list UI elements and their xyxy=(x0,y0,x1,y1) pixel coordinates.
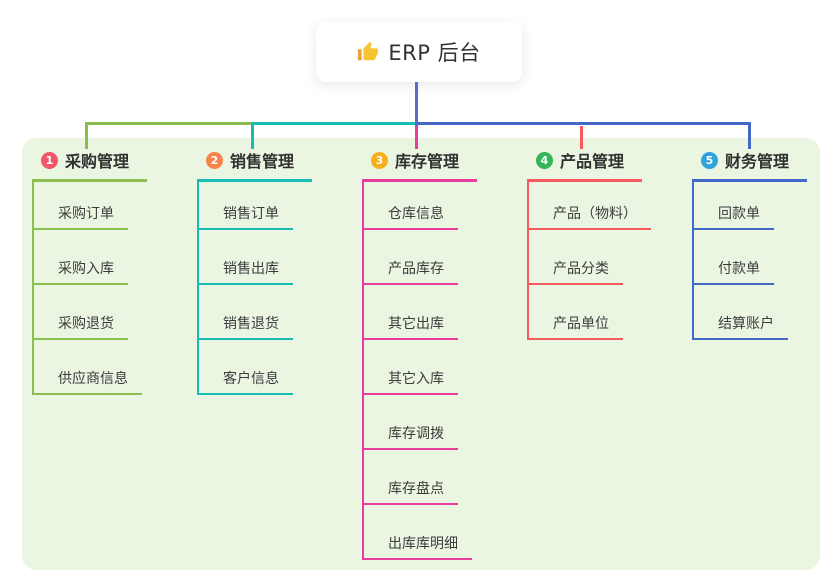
child-node: 产品库存 xyxy=(364,230,529,285)
child-node-label[interactable]: 回款单 xyxy=(694,203,774,230)
thumbs-up-icon xyxy=(357,41,379,63)
child-node: 其它入库 xyxy=(364,340,529,395)
root-node-label: ERP 后台 xyxy=(388,41,481,65)
child-node: 采购订单 xyxy=(34,182,199,230)
branch-node-1: 1 采购管理采购订单采购入库采购退货供应商信息 xyxy=(32,148,192,395)
branch-title: 销售管理 xyxy=(230,152,295,171)
child-node-label[interactable]: 仓库信息 xyxy=(364,203,458,230)
child-node-label[interactable]: 客户信息 xyxy=(199,368,293,395)
child-node-label[interactable]: 产品库存 xyxy=(364,258,458,285)
child-node-label[interactable]: 采购订单 xyxy=(34,203,128,230)
child-node-label[interactable]: 销售订单 xyxy=(199,203,293,230)
child-node-label[interactable]: 库存调拨 xyxy=(364,423,458,450)
child-node: 产品单位 xyxy=(529,285,694,340)
tree-connector-drop-line xyxy=(415,126,418,149)
child-node-label[interactable]: 销售退货 xyxy=(199,313,293,340)
child-node: 结算账户 xyxy=(694,285,839,340)
tree-connector-horizontal-line xyxy=(415,122,750,125)
branch-node-4: 4 产品管理产品（物料） 产品分类产品单位 xyxy=(527,148,687,340)
branch-header[interactable]: 3 库存管理 xyxy=(362,148,477,182)
tree-connector-drop-line xyxy=(85,122,88,149)
branch-title: 采购管理 xyxy=(65,152,130,171)
branch-number-badge: 4 xyxy=(536,151,553,169)
tree-connector-horizontal-line xyxy=(251,122,417,125)
tree-connector-drop-line xyxy=(748,122,751,149)
child-node: 其它出库 xyxy=(364,285,529,340)
child-node: 出库库明细 xyxy=(364,505,529,560)
child-node-label[interactable]: 采购退货 xyxy=(34,313,128,340)
tree-connector-drop-line xyxy=(580,126,583,149)
branch-children-list: 采购订单采购入库采购退货供应商信息 xyxy=(32,182,199,395)
child-node: 回款单 xyxy=(694,182,839,230)
root-node[interactable]: ERP 后台 xyxy=(316,22,522,82)
child-node-label[interactable]: 付款单 xyxy=(694,258,774,285)
branch-children-list: 产品（物料） 产品分类产品单位 xyxy=(527,182,694,340)
child-node: 采购入库 xyxy=(34,230,199,285)
child-node: 销售订单 xyxy=(199,182,364,230)
child-node-label[interactable]: 产品分类 xyxy=(529,258,623,285)
branch-title: 库存管理 xyxy=(395,152,460,171)
child-node-label[interactable]: 销售出库 xyxy=(199,258,293,285)
branch-header[interactable]: 4 产品管理 xyxy=(527,148,642,182)
branch-title: 财务管理 xyxy=(725,152,790,171)
child-node-label[interactable]: 采购入库 xyxy=(34,258,128,285)
branch-number-badge: 2 xyxy=(206,151,223,169)
child-node: 产品分类 xyxy=(529,230,694,285)
child-node: 销售出库 xyxy=(199,230,364,285)
child-node: 产品（物料） xyxy=(529,182,694,230)
branch-number-badge: 3 xyxy=(371,151,388,169)
child-node-label[interactable]: 产品（物料） xyxy=(529,203,651,230)
child-node: 库存盘点 xyxy=(364,450,529,505)
root-connector-line xyxy=(415,82,418,126)
branch-title: 产品管理 xyxy=(560,152,625,171)
branch-node-3: 3 库存管理仓库信息产品库存其它出库其它入库库存调拨库存盘点出库库明细 xyxy=(362,148,522,560)
child-node: 客户信息 xyxy=(199,340,364,395)
branch-number-badge: 1 xyxy=(41,151,58,169)
child-node-label[interactable]: 库存盘点 xyxy=(364,478,458,505)
child-node-label[interactable]: 出库库明细 xyxy=(364,533,472,560)
child-node: 仓库信息 xyxy=(364,182,529,230)
branches-panel xyxy=(22,138,820,570)
child-node-label[interactable]: 供应商信息 xyxy=(34,368,142,395)
child-node: 付款单 xyxy=(694,230,839,285)
branch-header[interactable]: 2 销售管理 xyxy=(197,148,312,182)
child-node: 库存调拨 xyxy=(364,395,529,450)
child-node: 供应商信息 xyxy=(34,340,199,395)
child-node-label[interactable]: 结算账户 xyxy=(694,313,788,340)
branch-children-list: 销售订单销售出库销售退货客户信息 xyxy=(197,182,364,395)
child-node: 采购退货 xyxy=(34,285,199,340)
branch-number-badge: 5 xyxy=(701,151,718,169)
tree-connector-horizontal-line xyxy=(85,122,254,125)
branch-node-5: 5 财务管理回款单付款单结算账户 xyxy=(692,148,839,340)
tree-connector-drop-line xyxy=(251,122,254,149)
branch-header[interactable]: 5 财务管理 xyxy=(692,148,807,182)
child-node-label[interactable]: 其它出库 xyxy=(364,313,458,340)
branch-children-list: 仓库信息产品库存其它出库其它入库库存调拨库存盘点出库库明细 xyxy=(362,182,529,560)
branch-node-2: 2 销售管理销售订单销售出库销售退货客户信息 xyxy=(197,148,357,395)
child-node: 销售退货 xyxy=(199,285,364,340)
branch-header[interactable]: 1 采购管理 xyxy=(32,148,147,182)
branch-children-list: 回款单付款单结算账户 xyxy=(692,182,839,340)
child-node-label[interactable]: 其它入库 xyxy=(364,368,458,395)
child-node-label[interactable]: 产品单位 xyxy=(529,313,623,340)
